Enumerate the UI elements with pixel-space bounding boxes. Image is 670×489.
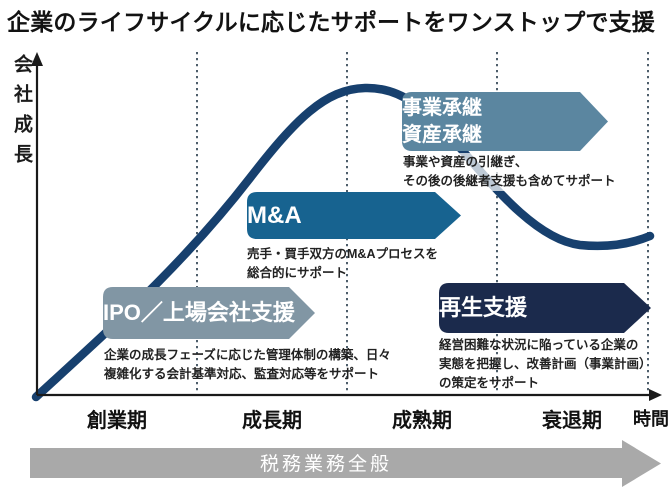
banner-arrow-shape xyxy=(439,283,651,333)
y-axis-label: 会社成長 xyxy=(11,54,32,174)
tax-services-label: 税務業務全般 xyxy=(259,454,392,475)
page-title: 企業のライフサイクルに応じたサポートをワンストップで支援 xyxy=(7,9,655,35)
banner-description: 経営困難な状況に陥っている企業の 実態を把握し、改善計画（事業計画） の策定をサ… xyxy=(439,338,652,390)
tax-services-arrow xyxy=(30,440,661,487)
phase-label-maturity: 成熟期 xyxy=(392,410,452,432)
x-axis-label: 時間 xyxy=(633,409,669,429)
banner-arrow-shape xyxy=(103,287,315,339)
banner-description: 企業の成長フェーズに応じた管理体制の構築、日々 複雑化する会計基準対応、監査対応… xyxy=(104,348,391,381)
banner-label: IPO／上場会社支援 xyxy=(103,300,295,326)
banner-arrow-shape xyxy=(402,92,608,151)
banner-label: 再生支援 xyxy=(439,295,528,321)
banner-description: 事業や資産の引継ぎ、 その後の後継者支援も含めてサポート xyxy=(403,153,616,191)
growth-curve xyxy=(31,83,655,402)
banner-label: 事業承継 資産承継 xyxy=(402,92,510,151)
y-axis-arrowhead-icon xyxy=(31,52,43,66)
banner-label: M&A xyxy=(247,201,302,229)
banner-ipo: IPO／上場会社支援 xyxy=(103,287,315,339)
phase-label-founding: 創業期 xyxy=(87,410,147,432)
axes-lines xyxy=(35,64,651,397)
banner-business-succession: 事業承継 資産承継 xyxy=(402,92,608,151)
phase-label-growth: 成長期 xyxy=(242,410,302,432)
phase-label-decline: 衰退期 xyxy=(542,410,602,432)
banner-ma: M&A xyxy=(247,192,461,239)
banner-description: 売手・買手双方のM&Aプロセスを 総合的にサポート xyxy=(247,247,438,280)
banner-label-line2: 資産承継 xyxy=(402,123,482,146)
banner-label-line1: 事業承継 xyxy=(402,97,482,120)
x-axis-arrowhead-icon xyxy=(649,389,662,401)
banner-revival: 再生支援 xyxy=(439,283,651,333)
banner-arrow-shape xyxy=(247,192,461,239)
